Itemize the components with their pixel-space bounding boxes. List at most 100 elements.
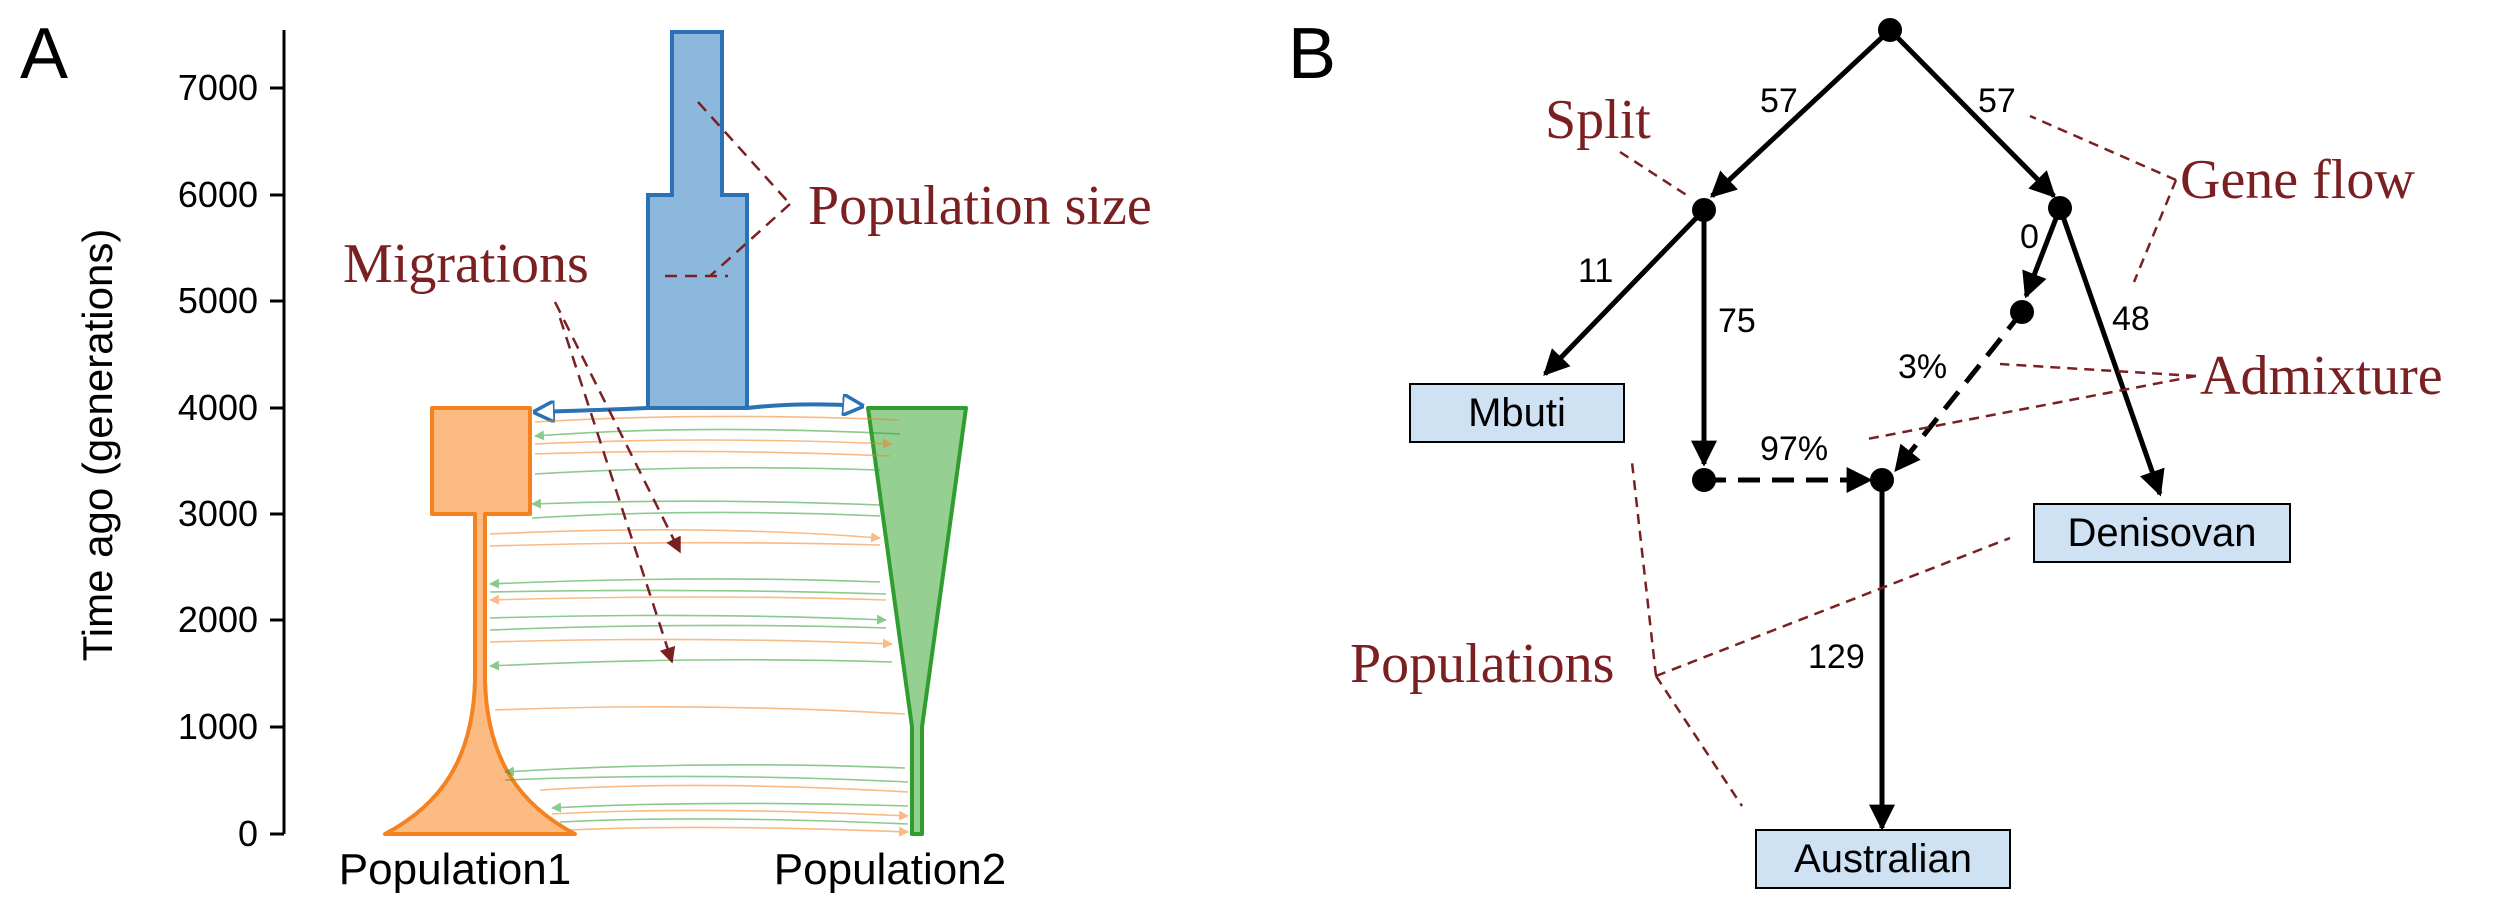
y-tick-label: 6000 [178,174,258,215]
migration-line [534,428,901,441]
denisovan-box [2033,503,2291,563]
annotation-leader [2132,179,2178,283]
node-box-denisovan: Denisovan [2033,503,2291,563]
migration-line [489,541,881,547]
node-left-lower [1692,468,1716,492]
edge-label-root-left: 57 [1760,82,1798,120]
migration-line [551,802,909,813]
split-label: Split [1545,89,1651,151]
edge-root-left [1710,28,1892,198]
edge-label-split-mbuti: 11 [1578,252,1613,290]
australian-box [1755,829,2011,889]
tree-nodes [1692,18,2072,492]
migration-line [559,818,909,825]
edge-label-australian: 129 [1808,638,1865,676]
edge-label-admix-97: 97% [1760,430,1828,468]
migration-line [534,438,893,449]
annotation-leader [709,203,791,277]
migration-line [489,614,887,625]
y-tick-labels: 0 1000 2000 3000 4000 5000 6000 7000 [178,67,258,854]
migration-line [489,624,887,631]
migration-line [539,784,909,793]
migration-line [531,498,881,509]
y-tick-label: 7000 [178,67,258,108]
gene-flow-annotation: Gene flow [2029,114,2415,283]
migrations-arrow-2 [558,317,676,664]
edge-label-admix-3: 3% [1898,348,1947,386]
node-root [1878,18,1902,42]
migration-line [489,589,887,595]
edge-split-mbuti [1543,208,1706,376]
panel-a-label: A [20,14,68,94]
edge-labels: 57 57 11 75 0 48 3% 97% 129 [1578,82,2150,676]
migration-line [534,415,901,423]
edge-admix-3 [1894,310,2024,473]
node-box-mbuti: Mbuti [1409,383,1625,443]
y-tick-label: 4000 [178,387,258,428]
ancestral-population-shape [646,30,749,410]
population1-shape [383,406,577,836]
population1-label: Population1 [339,845,571,894]
split-annotation: Split [1545,89,1689,198]
annotation-leader [2029,114,2177,182]
migration-line [504,775,909,783]
migration-line [551,809,909,821]
edge-right-down [2022,207,2063,299]
node-admix-source [2010,300,2034,324]
gene-flow-label: Gene flow [2180,149,2415,211]
populations-annotation: Populations [1350,461,2011,807]
admixture-annotation: Admixture [1861,345,2443,442]
y-tick-label: 1000 [178,706,258,747]
node-split-right [2048,196,2072,220]
population-size-label: Population size [808,175,1152,237]
y-tick-label: 3000 [178,493,258,534]
migration-line [494,706,906,715]
migrations-annotation: Migrations [343,233,682,664]
y-axis-ticks [270,86,284,836]
split-arrow-left [535,408,649,412]
split-arrow-right [746,404,862,408]
node-split-left [1692,198,1716,222]
migrations-label: Migrations [343,233,589,295]
annotation-leader [697,101,791,205]
panel-b: B 57 57 11 75 0 [1288,14,2443,889]
migration-line [531,511,881,519]
node-admix-target [1870,468,1894,492]
annotation-leader [1630,461,1658,677]
annotation-leader [1654,675,1744,807]
migration-line [534,450,891,457]
migrations-arrow-1 [553,301,682,554]
node-box-australian: Australian [1755,829,2011,889]
migration-line [569,826,909,837]
edge-label-split-down: 75 [1718,302,1756,340]
populations-label: Populations [1350,633,1614,695]
mbuti-label: Mbuti [1468,391,1566,435]
panel-a: A 0 1000 2000 3000 4000 5000 6000 7000 T… [20,14,1152,894]
annotation-leader [1619,150,1689,198]
panel-b-label: B [1288,14,1336,94]
annotation-leader [1655,536,2011,678]
migration-line [534,466,881,475]
edge-label-right-denisovan: 48 [2112,300,2150,338]
migration-lines [489,415,909,837]
edge-label-root-right: 57 [1978,82,2016,120]
mbuti-box [1409,383,1625,443]
y-tick-label: 2000 [178,599,258,640]
admixture-label: Admixture [2200,345,2443,407]
population2-label: Population2 [774,845,1006,894]
australian-label: Australian [1794,837,1972,881]
migration-line [489,594,887,605]
edge-label-right-zero: 0 [2020,218,2039,256]
annotation-leader [1999,362,2197,378]
population-size-annotation: Population size [665,101,1152,278]
y-axis-label: Time ago (generations) [74,229,121,662]
migration-line [489,638,893,649]
y-tick-label: 5000 [178,280,258,321]
annotation-leader [1861,374,2197,442]
migration-line [489,658,893,671]
tree-edges [1543,28,2165,831]
migration-line [489,529,881,543]
edge-root-right [1888,28,2056,198]
denisovan-label: Denisovan [2067,511,2256,555]
